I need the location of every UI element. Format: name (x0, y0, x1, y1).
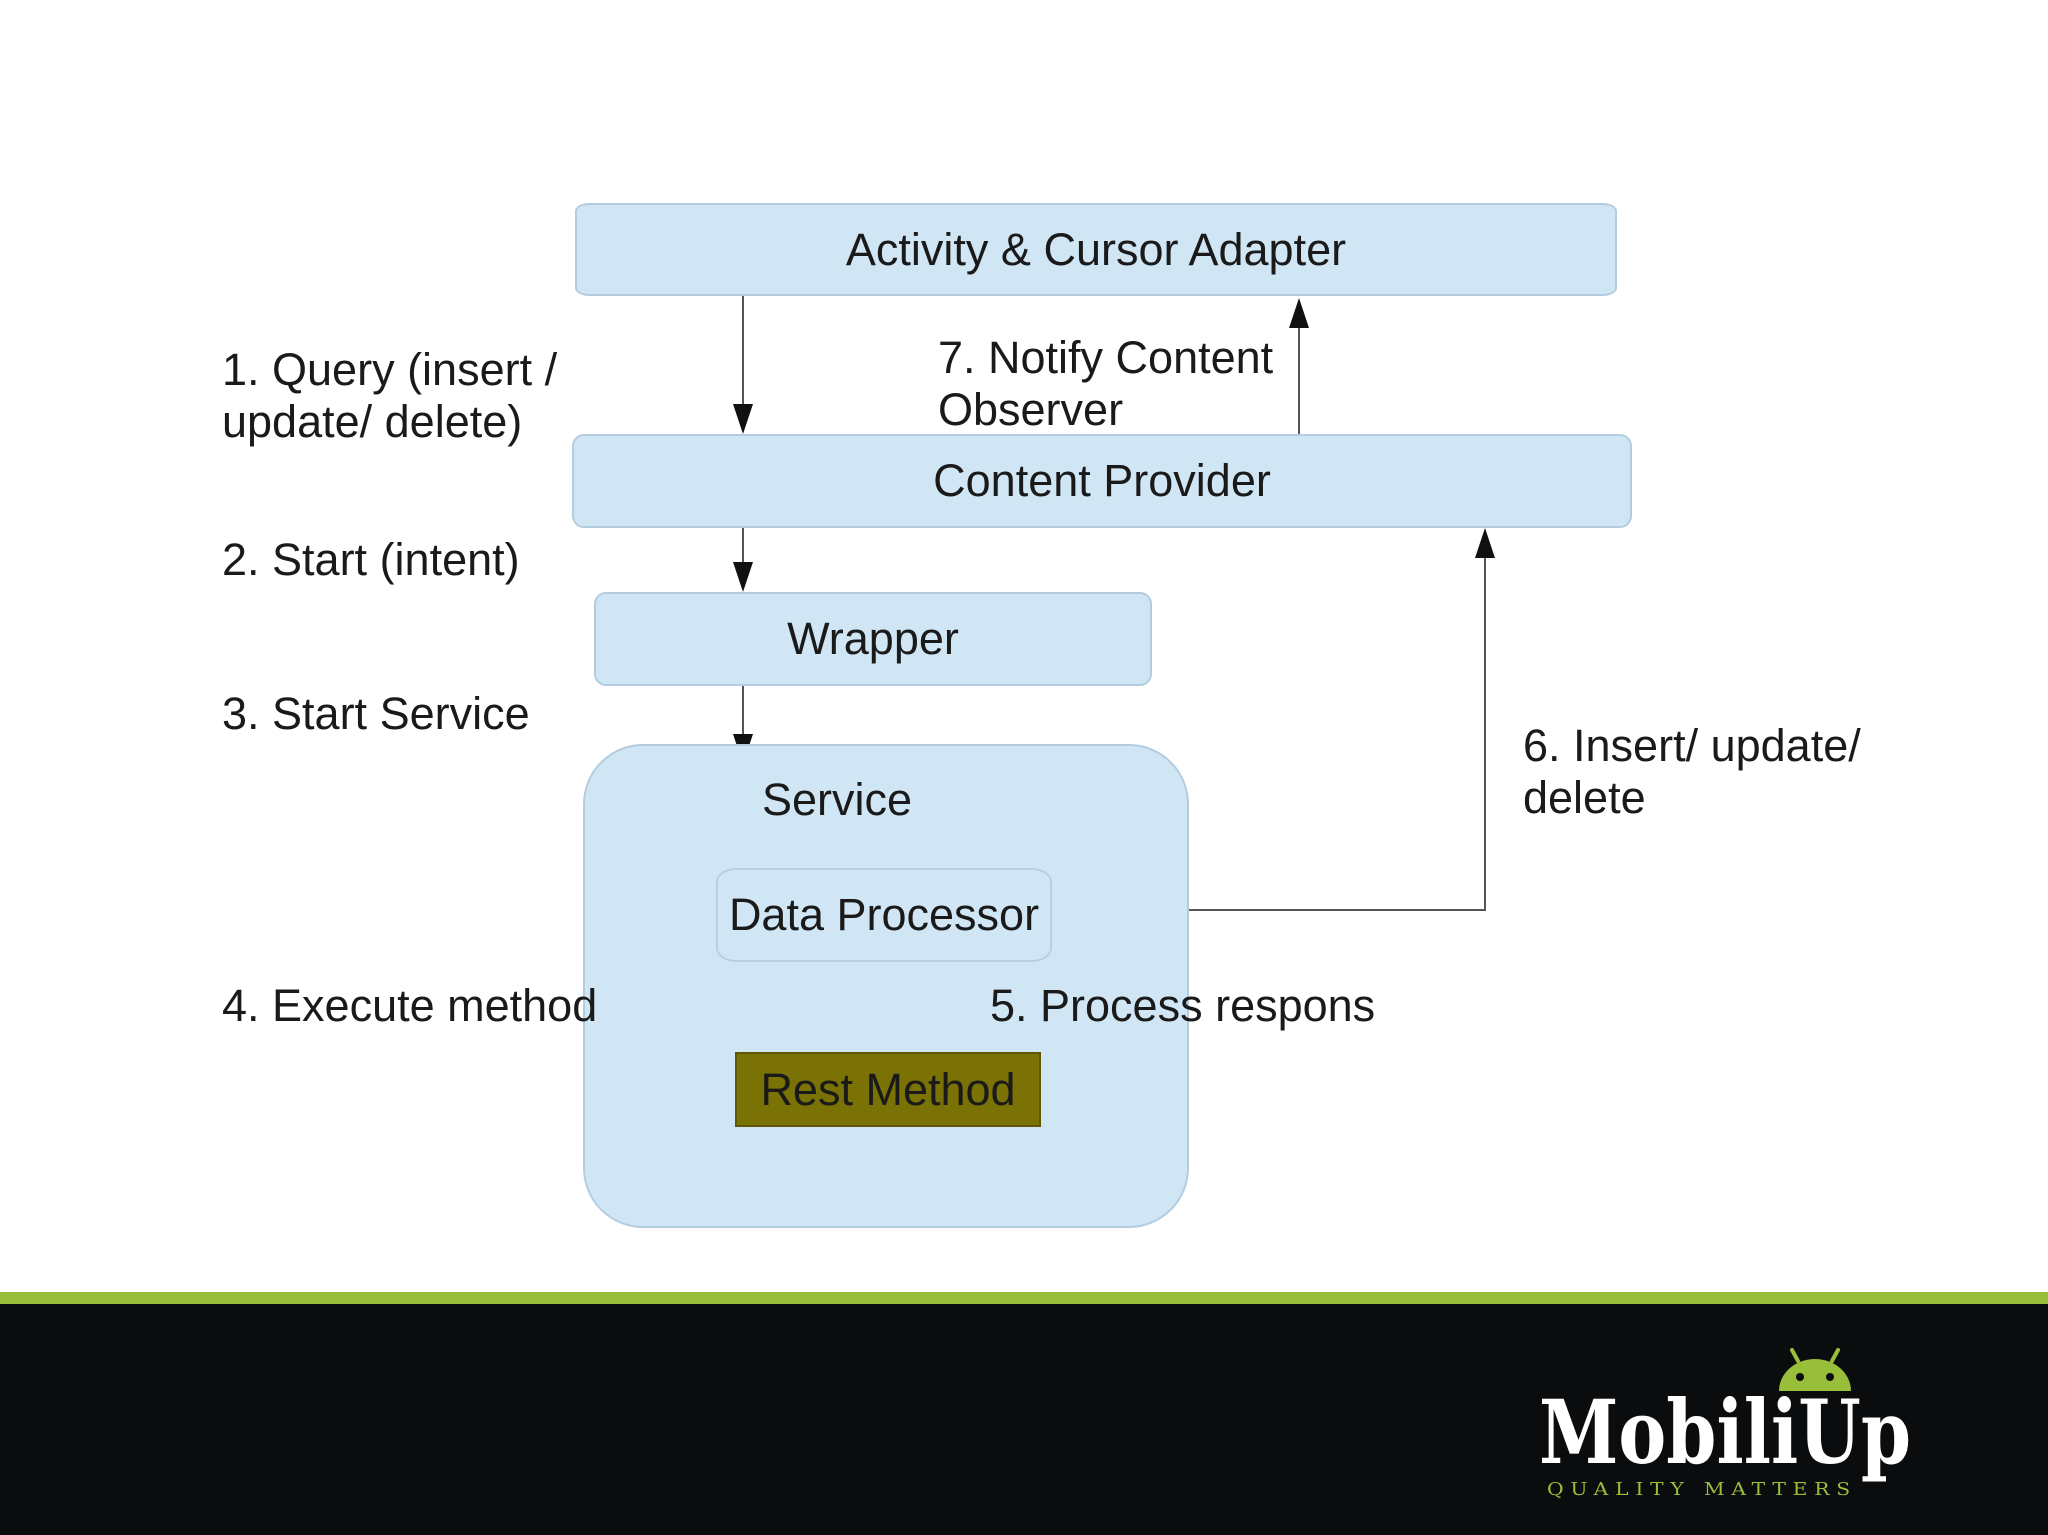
edge-data-processor-to-content-provider (1052, 528, 1495, 911)
logo-tagline: QUALITY MATTERS (1547, 1479, 1857, 1500)
footer-stripe (0, 1292, 2048, 1304)
edge-content-provider-to-wrapper (733, 528, 753, 592)
step-5-label: 5. Process respons (990, 980, 1376, 1031)
edge-activity-to-content-provider (733, 296, 753, 434)
step-7-line-2: Observer (938, 384, 1124, 435)
rest-method-label: Rest Method (760, 1063, 1016, 1115)
edge-content-provider-to-activity (1289, 298, 1309, 434)
content-provider-label: Content Provider (933, 455, 1271, 506)
step-1-line-2: update/ delete) (222, 396, 523, 447)
step-1-label: 1. Query (insert / update/ delete) (222, 344, 557, 448)
service-container (583, 744, 1189, 1228)
step-1-line-1: 1. Query (insert / (222, 344, 558, 395)
content-provider-box: Content Provider (572, 434, 1632, 528)
step-2-label: 2. Start (intent) (222, 534, 520, 585)
activity-cursor-adapter-box: Activity & Cursor Adapter (575, 203, 1617, 296)
step-7-line-1: 7. Notify Content (938, 332, 1274, 383)
step-4-label: 4. Execute method (222, 980, 598, 1031)
data-processor-label: Data Processor (728, 889, 1040, 940)
wrapper-box: Wrapper (594, 592, 1152, 686)
footer-band (0, 1292, 2048, 1535)
mobiliup-logo: MobiliUp QUALITY MATTERS (1539, 1348, 1911, 1500)
wrapper-label: Wrapper (787, 613, 959, 664)
service-label: Service (762, 774, 913, 825)
data-processor-box: Data Processor (716, 868, 1052, 962)
step-6-line-2: delete (1523, 772, 1646, 823)
activity-cursor-adapter-label: Activity & Cursor Adapter (845, 223, 1347, 275)
step-6-line-1: 6. Insert/ update/ (1523, 720, 1861, 771)
step-7-label: 7. Notify Content Observer (938, 332, 1273, 436)
step-6-label: 6. Insert/ update/ delete (1523, 720, 1861, 824)
android-head-icon (1779, 1348, 1851, 1391)
logo-wordmark: MobiliUp (1539, 1380, 1911, 1484)
rest-method-box: Rest Method (735, 1052, 1041, 1127)
step-3-label: 3. Start Service (222, 688, 530, 739)
